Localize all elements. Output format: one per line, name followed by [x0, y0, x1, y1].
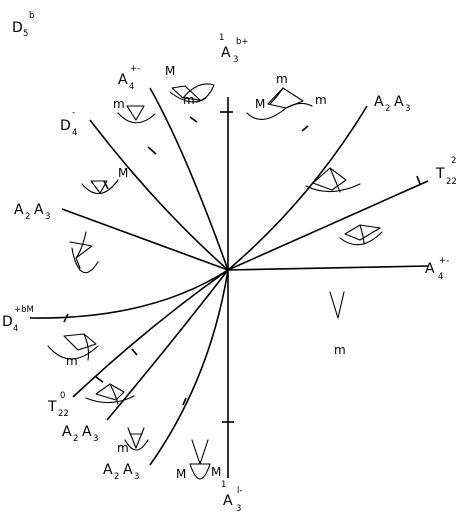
- svg-text:A: A: [62, 424, 72, 440]
- label-a2a3-upper-right: A 2 A 3: [374, 94, 410, 114]
- svg-text:1: 1: [219, 33, 224, 43]
- svg-text:A: A: [14, 202, 24, 218]
- ray-d4-left: [29, 269, 229, 319]
- ray-a2a3-lower-1: [106, 269, 229, 421]
- svg-text:2: 2: [451, 156, 456, 166]
- sketch-d4-triangle: m: [113, 97, 156, 124]
- svg-text:5: 5: [23, 29, 28, 39]
- ray-t22-upper: [227, 180, 429, 271]
- svg-text:D: D: [12, 20, 23, 36]
- svg-text:b: b: [29, 11, 34, 21]
- svg-text:m: m: [117, 441, 129, 455]
- label-a2a3-lower-2: A 2 A 3: [103, 462, 139, 482]
- sketch-swallowtail-t22: [305, 167, 361, 193]
- svg-text:-: -: [72, 108, 75, 118]
- ray-a4-upper-left: [149, 87, 229, 271]
- label-a4-right: A 4 +-: [425, 256, 449, 282]
- svg-text:M: M: [176, 467, 186, 481]
- ray-t22-lower: [72, 269, 229, 398]
- svg-text:2: 2: [25, 212, 30, 222]
- svg-text:m: m: [183, 93, 195, 107]
- label-t22-lower: T 22 0: [47, 391, 69, 419]
- svg-text:M: M: [255, 97, 265, 111]
- svg-text:A: A: [103, 462, 113, 478]
- svg-text:3: 3: [134, 472, 139, 482]
- sketch-bottom-cup: M M: [176, 439, 221, 481]
- svg-text:+bM: +bM: [14, 305, 34, 315]
- label-a3-b-top: 1 A 3 b+: [219, 33, 249, 65]
- svg-text:3: 3: [233, 55, 238, 65]
- svg-text:0: 0: [60, 391, 65, 401]
- svg-text:m: m: [66, 354, 78, 368]
- svg-text:D: D: [60, 118, 71, 134]
- sketch-triangle-m-left: M: [81, 166, 128, 195]
- svg-text:D: D: [2, 314, 13, 330]
- svg-text:m: m: [315, 93, 327, 107]
- tick-marks: [63, 111, 421, 423]
- svg-text:4: 4: [129, 82, 134, 92]
- sketch-v-lower: m: [117, 427, 149, 455]
- svg-text:A: A: [394, 94, 404, 110]
- svg-text:l-: l-: [237, 486, 242, 496]
- svg-text:T: T: [47, 399, 57, 415]
- ray-a2a3-lower-2: [149, 269, 229, 466]
- svg-text:m: m: [276, 72, 288, 86]
- svg-text:1: 1: [221, 480, 226, 490]
- sketch-top-right: M m m: [246, 72, 327, 120]
- svg-text:b+: b+: [236, 37, 249, 47]
- svg-text:3: 3: [45, 212, 50, 222]
- svg-text:4: 4: [72, 128, 77, 138]
- label-a3-bottom: 1 A 3 l-: [221, 480, 242, 514]
- svg-text:4: 4: [438, 272, 443, 282]
- svg-text:4: 4: [13, 324, 18, 334]
- svg-text:A: A: [374, 94, 384, 110]
- svg-text:A: A: [118, 72, 128, 88]
- ray-a2a3-upper-right: [227, 105, 368, 271]
- ray-a2a3-left: [61, 208, 229, 271]
- svg-text:+-: +-: [130, 64, 140, 74]
- svg-text:A: A: [34, 202, 44, 218]
- svg-text:2: 2: [385, 104, 390, 114]
- svg-text:m: m: [113, 97, 125, 111]
- label-t22-upper: T 22 2: [435, 156, 457, 187]
- label-a2a3-lower-1: A 2 A 3: [62, 424, 98, 444]
- svg-text:2: 2: [73, 434, 78, 444]
- svg-text:22: 22: [58, 409, 69, 419]
- ray-a4-right: [227, 265, 429, 271]
- sketch-swallowtail-a4: [339, 224, 383, 246]
- svg-text:M: M: [211, 465, 221, 479]
- svg-text:A: A: [221, 45, 231, 61]
- svg-text:M: M: [165, 64, 175, 78]
- svg-text:3: 3: [236, 504, 241, 514]
- svg-text:A: A: [123, 462, 133, 478]
- label-d4-upper-left: D 4 -: [60, 108, 77, 138]
- svg-text:3: 3: [93, 434, 98, 444]
- svg-text:m: m: [334, 343, 346, 357]
- svg-text:+-: +-: [439, 256, 449, 266]
- sketch-d4-bm: m: [47, 333, 99, 368]
- svg-text:3: 3: [405, 104, 410, 114]
- svg-text:A: A: [425, 261, 435, 277]
- sketch-swallowtail-left: [69, 231, 99, 274]
- svg-text:2: 2: [114, 472, 119, 482]
- svg-text:T: T: [435, 166, 445, 182]
- ray-d4-upper-left: [89, 119, 229, 271]
- sketch-a4-upper: M m: [165, 64, 215, 107]
- svg-text:A: A: [223, 493, 233, 509]
- label-d4-left: D 4 +bM: [2, 305, 34, 334]
- label-a4-upper-left: A 4 +-: [118, 64, 140, 92]
- svg-text:22: 22: [446, 177, 457, 187]
- svg-text:A: A: [82, 424, 92, 440]
- label-a2a3-left: A 2 A 3: [14, 202, 50, 222]
- svg-text:M: M: [118, 166, 128, 180]
- sketch-t22-lower: [85, 383, 135, 405]
- sketch-v-right: m: [329, 291, 346, 357]
- corner-label: D 5 b: [12, 11, 34, 39]
- rays: [29, 87, 429, 478]
